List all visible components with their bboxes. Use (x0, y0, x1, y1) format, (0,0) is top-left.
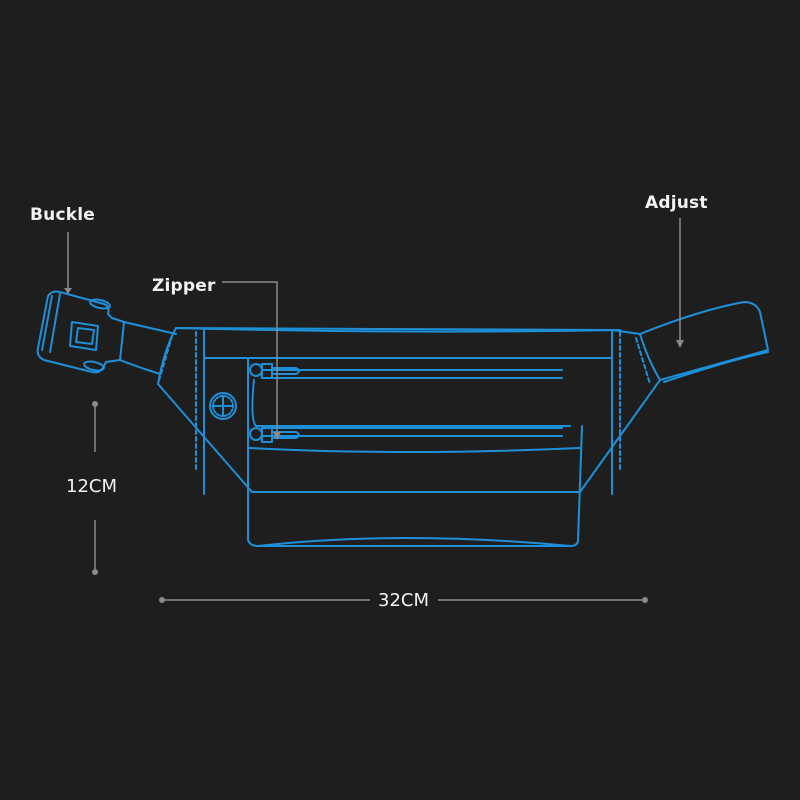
buckle-icon (36, 290, 177, 375)
width-dimension: 32CM (378, 590, 430, 611)
key-ring-icon (209, 392, 237, 420)
buckle-label: Buckle (30, 205, 95, 225)
zipper-pull-icon (249, 363, 300, 443)
adjust-label: Adjust (645, 193, 708, 213)
height-dimension: 12CM (66, 476, 118, 497)
zipper-label: Zipper (152, 276, 216, 296)
bag-body (157, 327, 661, 547)
adjust-strap (639, 301, 769, 383)
